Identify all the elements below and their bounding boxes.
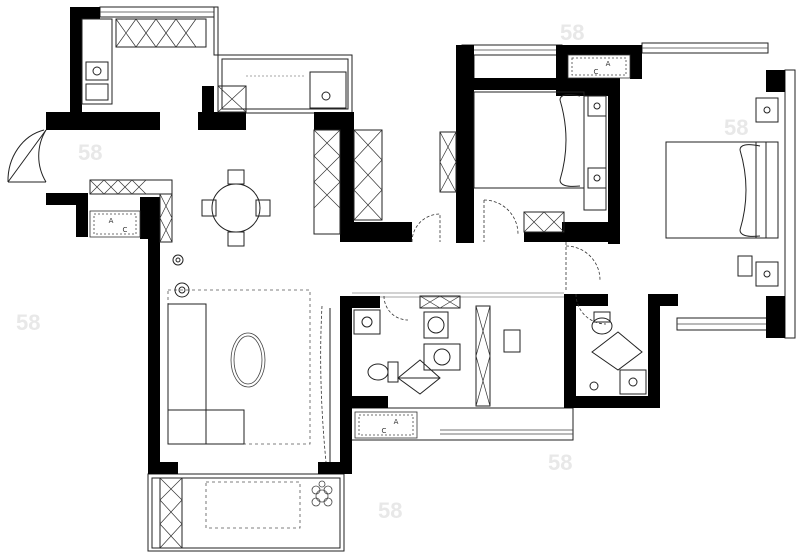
watermark: 58 xyxy=(378,498,402,523)
doors xyxy=(320,199,607,463)
ac-label-top: A xyxy=(394,418,399,426)
watermark: 58 xyxy=(548,450,572,475)
ac-label-bottom: C xyxy=(123,226,128,234)
sofa xyxy=(167,289,311,445)
ac-unit-1: A C xyxy=(89,210,141,238)
watermark: 58 xyxy=(724,115,748,140)
watermark: 58 xyxy=(16,310,40,335)
ac-unit-2: A C xyxy=(567,54,631,79)
plant xyxy=(311,480,333,507)
watermarks: 58 58 58 58 58 58 xyxy=(16,20,748,523)
ac-label-top: A xyxy=(109,217,114,225)
bed-master xyxy=(665,97,779,287)
watermark: 58 xyxy=(560,20,584,45)
ac-label-bottom: C xyxy=(382,427,387,435)
furniture xyxy=(167,91,779,507)
cabinets xyxy=(81,18,607,549)
outlines xyxy=(7,6,796,552)
bathroom-left xyxy=(353,309,521,395)
bathroom-right xyxy=(589,311,647,395)
ac-unit-3: A C xyxy=(354,411,418,439)
ac-label-bottom: C xyxy=(594,68,599,76)
walls xyxy=(46,7,785,474)
dining-table xyxy=(201,169,271,247)
ac-label-top: A xyxy=(606,60,611,68)
bed-2 xyxy=(473,91,607,189)
watermark: 58 xyxy=(78,140,102,165)
